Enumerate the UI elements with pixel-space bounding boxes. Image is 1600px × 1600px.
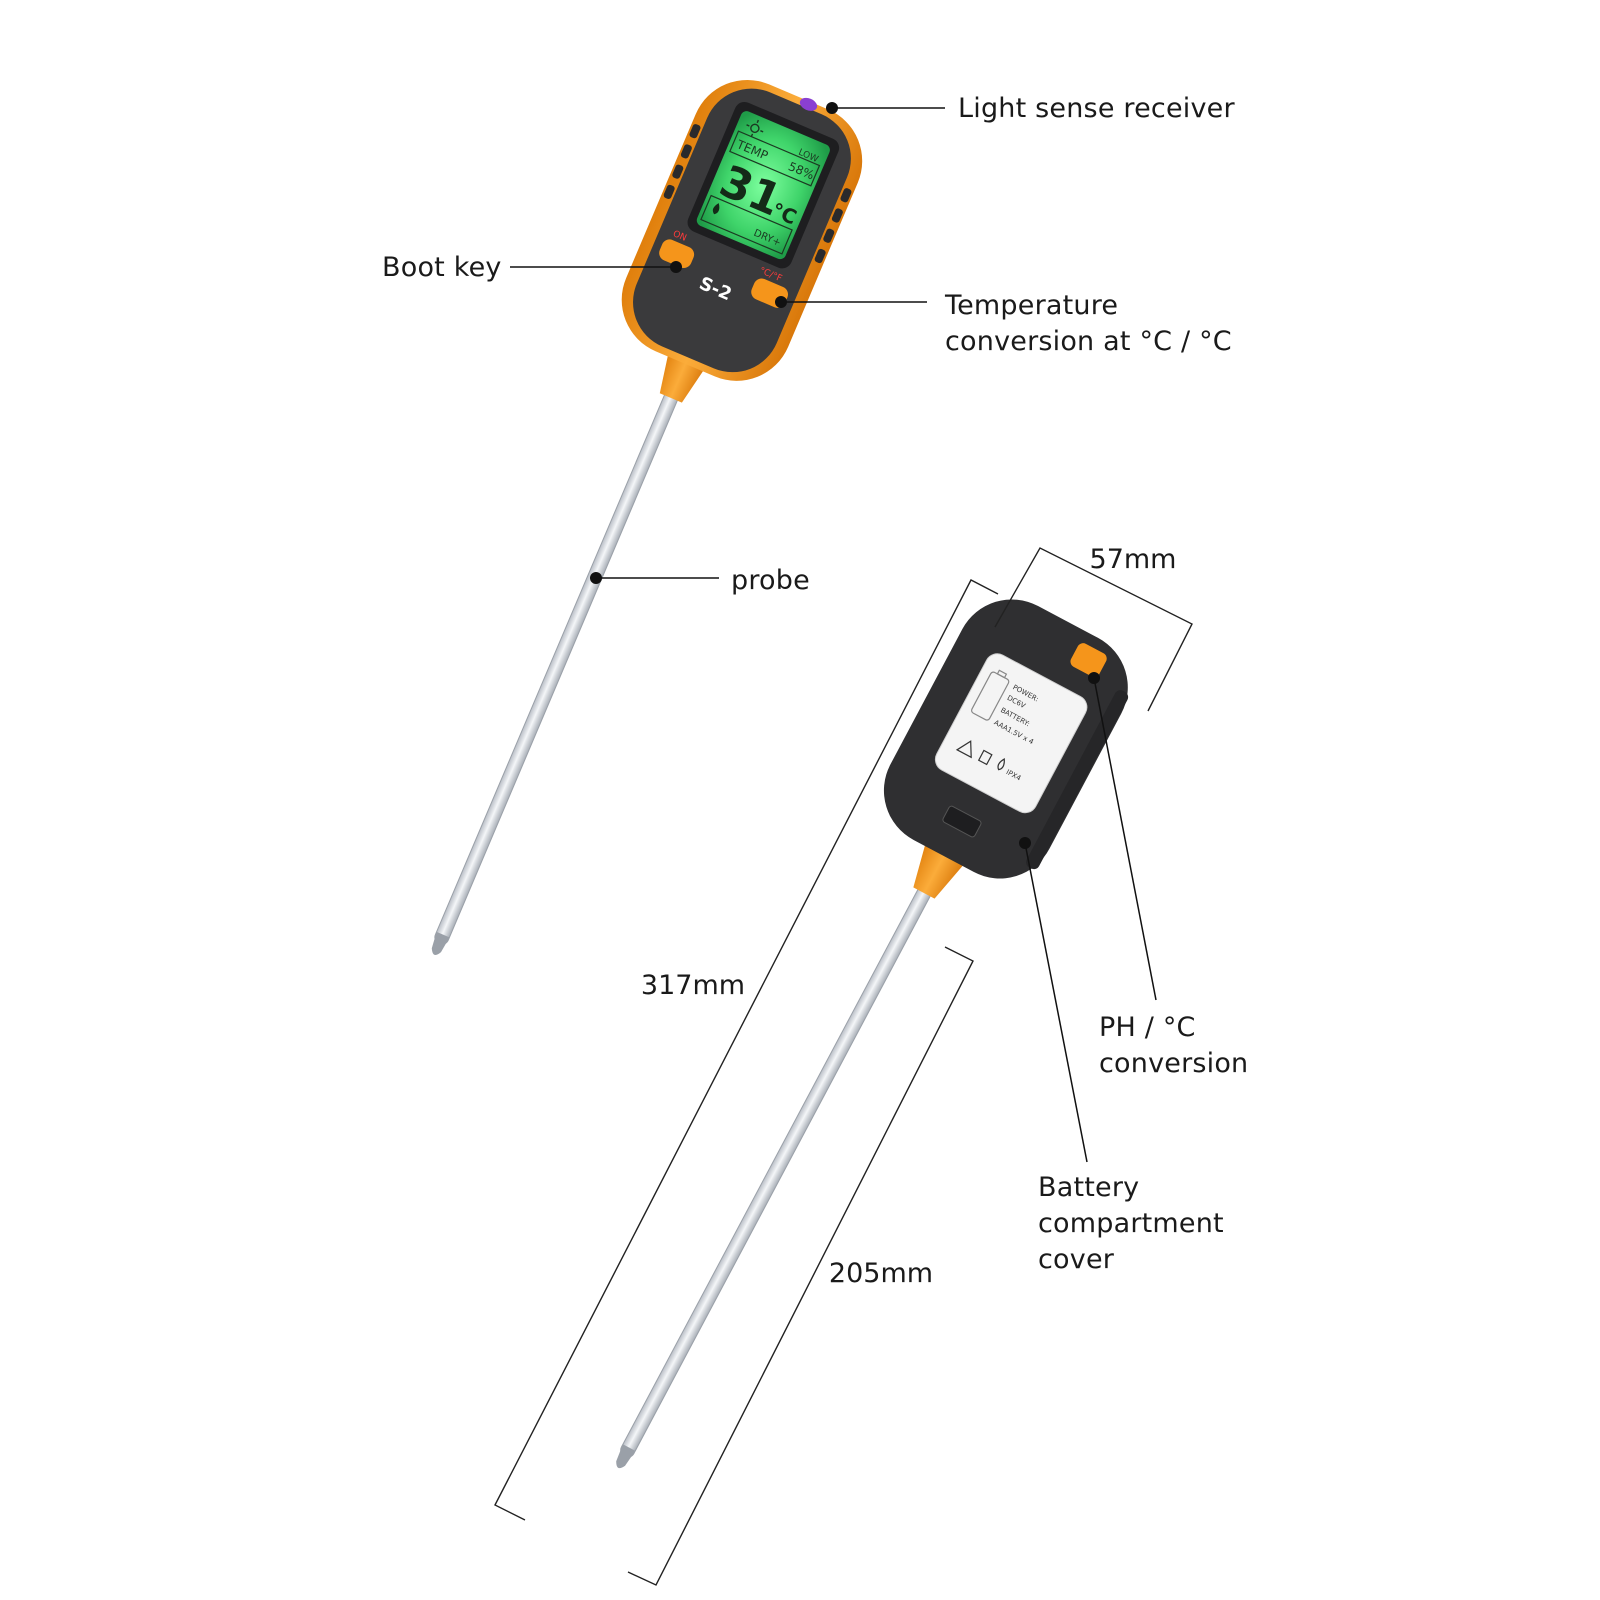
front-device: LOW TEMP 58% 31 °C DRY+ ON °C/°F S-2	[431, 79, 863, 956]
back-probe-tip	[616, 1444, 636, 1469]
warning-icon	[955, 740, 972, 759]
dot-light-sense	[826, 102, 838, 114]
dot-battery	[1019, 837, 1031, 849]
callout-probe: probe	[731, 565, 810, 596]
back-device: POWER: DC6V BATTERY: AAA1.5V x 4 IPX4	[616, 599, 1129, 1469]
front-probe-tip	[431, 931, 450, 956]
callout-temperature-conversion: Temperature conversion at °C / °C	[945, 290, 1232, 357]
leader-ph	[1093, 677, 1157, 1001]
back-probe	[620, 881, 934, 1458]
dimension-total-length-label: 317mm	[641, 970, 745, 1001]
battery-outline	[970, 669, 1010, 721]
water-drop-icon	[997, 758, 1005, 771]
dot-boot-key	[670, 261, 682, 273]
callout-battery-cover: Battery compartment cover	[1038, 1172, 1224, 1275]
trash-bin-icon	[977, 749, 993, 766]
ph-toggle-switch[interactable]	[1068, 641, 1108, 679]
back-body-shade	[1026, 690, 1129, 870]
dot-temp-conv	[775, 296, 787, 308]
leader-battery	[1024, 842, 1088, 1163]
on-key[interactable]	[657, 237, 697, 271]
callout-leaders	[510, 107, 1157, 1163]
dimension-width-label: 57mm	[1090, 544, 1177, 575]
dim-205mm-bracket	[627, 946, 974, 1586]
callout-dots	[590, 102, 1100, 849]
dim-57mm-bracket	[994, 547, 1193, 712]
front-grips	[663, 124, 852, 264]
dot-ph	[1088, 672, 1100, 684]
callout-boot-key: Boot key	[382, 252, 502, 283]
dimension-probe-length-label: 205mm	[829, 1258, 933, 1289]
battery-cover-latch[interactable]	[942, 805, 982, 838]
lcd-top-frame	[729, 130, 821, 187]
lcd-screen	[696, 111, 830, 260]
dimension-lines	[494, 547, 1193, 1586]
lcd-bottom-frame	[700, 194, 793, 255]
callout-light-sense-receiver: Light sense receiver	[958, 93, 1235, 124]
droplet-icon	[712, 203, 720, 215]
light-sensor	[799, 97, 818, 111]
dot-probe	[590, 572, 602, 584]
front-probe	[434, 385, 681, 945]
callout-ph-conversion: PH / °C conversion	[1099, 1012, 1249, 1079]
back-label	[934, 653, 1088, 814]
on-key-label: ON	[671, 229, 688, 244]
dim-317mm-bracket	[494, 579, 999, 1521]
